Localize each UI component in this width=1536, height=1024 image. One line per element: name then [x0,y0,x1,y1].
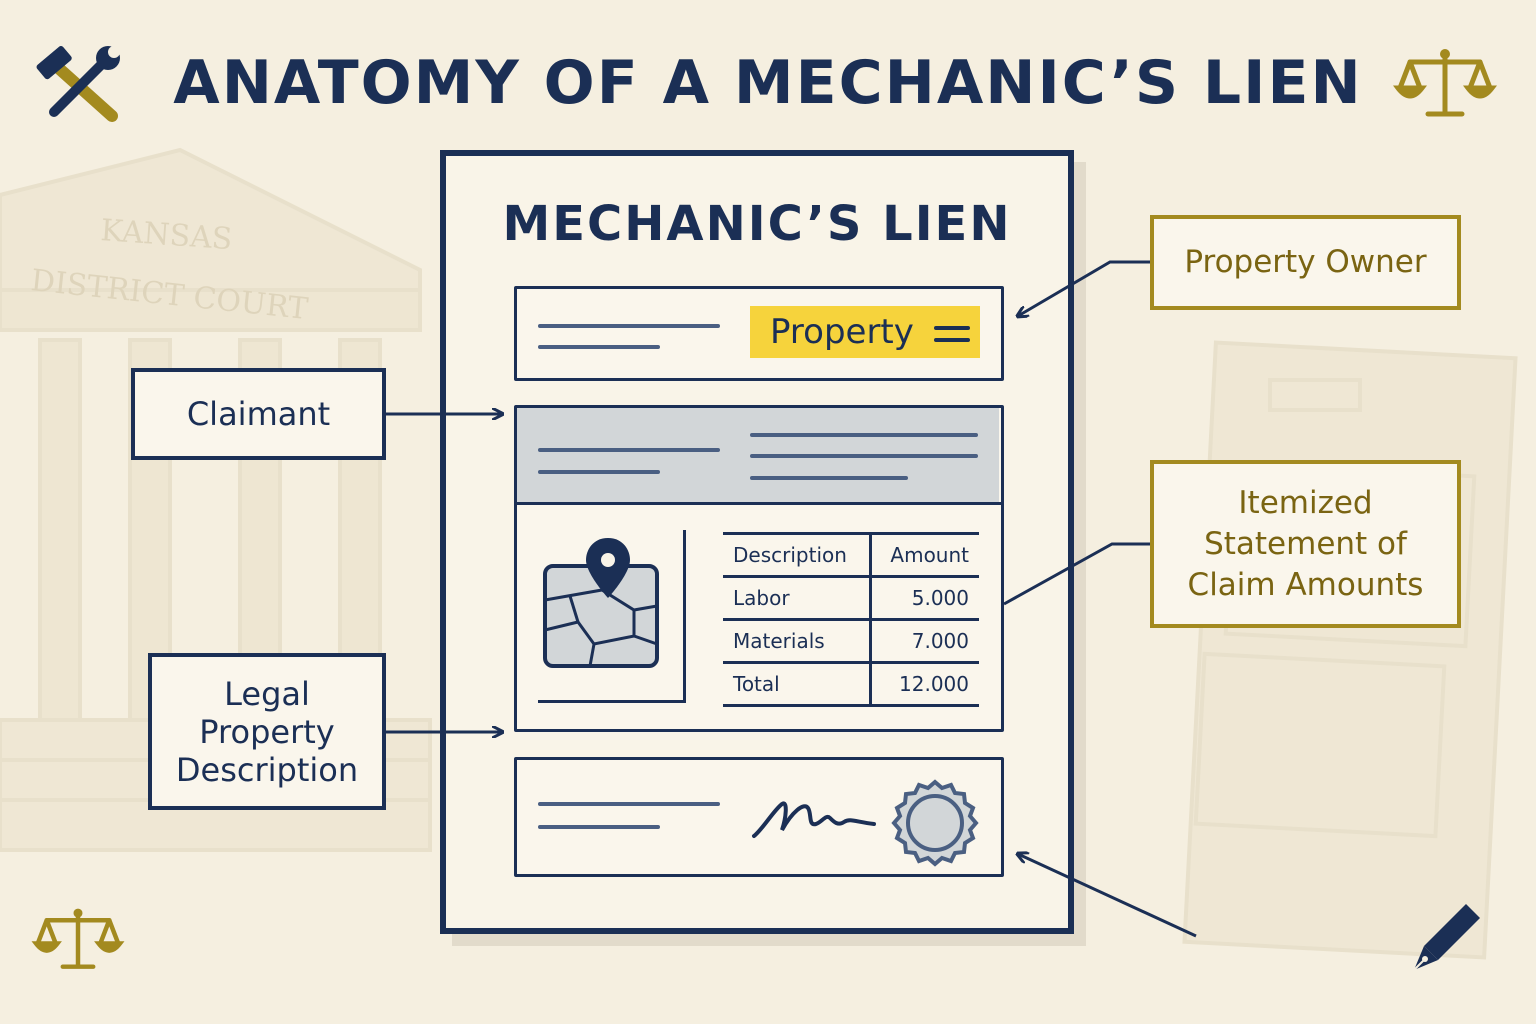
text-line [750,433,978,437]
scales-icon-bottom [31,908,125,969]
signature-icon [752,801,876,838]
table-header-description: Description [723,532,871,578]
text-line [538,345,660,349]
scales-icon [1392,49,1498,117]
text-line [538,470,660,474]
tools-icon [36,45,120,122]
legal-label-line-1: Legal [224,674,310,713]
claimant-label-text: Claimant [186,395,331,433]
map-pin-icon [543,538,659,668]
arrow-signature [1018,854,1197,938]
table-cell-amount: 12.000 [868,662,979,707]
table-cell-amount: 7.000 [868,619,979,664]
map-bracket-horizontal [538,700,686,703]
arrow-itemized [1003,542,1150,606]
property-owner-label-text: Property Owner [1184,244,1427,280]
legal-label-line-2: Property [199,712,335,751]
page-title: ANATOMY OF A MECHANIC’S LIEN [173,48,1363,118]
arrow-property-owner [1018,260,1150,316]
itemized-label-line-3: Claim Amounts [1187,566,1424,603]
table-header-row: Description Amount [723,532,979,578]
table-cell-description: Total [723,662,871,707]
text-line [750,476,908,480]
table-row: Materials 7.000 [723,619,979,664]
text-line [538,448,720,452]
text-line [538,324,720,328]
property-highlight-text: Property [770,312,914,352]
table-cell-amount: 5.000 [868,576,979,621]
itemized-table: Description Amount Labor 5.000 Materials… [723,532,979,707]
property-owner-label: Property Owner [1150,215,1461,310]
itemized-statement-label: Itemized Statement of Claim Amounts [1150,460,1461,628]
itemized-label-line-2: Statement of [1204,525,1407,562]
text-line [750,454,978,458]
itemized-label-line-1: Itemized [1238,484,1373,521]
document-title: MECHANIC’S LIEN [502,196,1012,252]
seal-icon [891,779,979,867]
property-highlight [750,306,980,358]
table-cell-description: Labor [723,576,871,621]
band-divider [517,502,1001,505]
map-bracket-vertical [683,530,686,702]
claimant-label: Claimant [131,368,386,460]
legal-property-description-label: Legal Property Description [148,653,386,810]
pen-icon [1413,904,1480,971]
equals-mark [934,326,970,330]
text-line [538,825,660,829]
legal-label-line-3: Description [175,750,359,789]
table-header-amount: Amount [868,532,979,578]
equals-mark [934,338,970,342]
table-cell-description: Materials [723,619,871,664]
table-row: Total 12.000 [723,662,979,707]
table-row: Labor 5.000 [723,576,979,621]
text-line [538,802,720,806]
